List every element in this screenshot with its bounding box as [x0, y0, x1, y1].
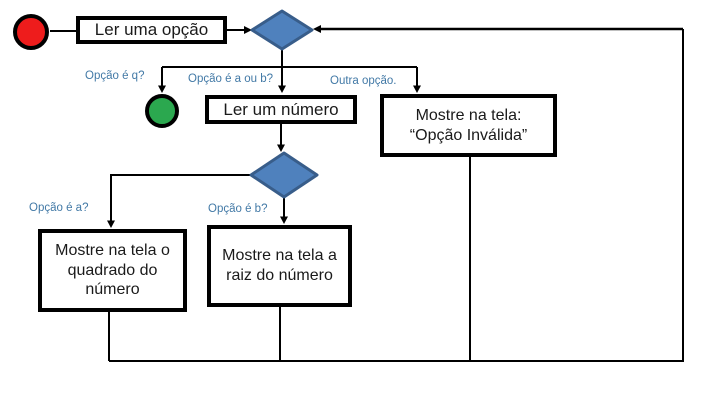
show-invalid-line1: Mostre na tela: — [415, 106, 522, 124]
arrowhead-into-show-square — [107, 220, 115, 228]
arrowhead-into-decision1-left — [244, 26, 252, 34]
arrowhead-into-end-terminal — [158, 85, 166, 93]
read-option-label: Ler uma opção — [94, 20, 209, 40]
branch-label-option-a: Opção é a? — [29, 202, 89, 214]
read-option-box: Ler uma opção — [76, 16, 227, 44]
branch-label-option-a-or-b: Opção é a ou b? — [188, 73, 274, 85]
show-square-label: Mostre na tela o quadrado do número — [55, 241, 170, 299]
arrowhead-into-show-root — [280, 216, 288, 224]
read-number-box: Ler um número — [205, 95, 357, 124]
decision1-option-diamond — [250, 9, 314, 51]
branch-label-option-b: Opção é b? — [208, 203, 268, 215]
show-invalid-line2: “Opção Inválida” — [409, 126, 528, 144]
arrowhead-into-show-invalid — [413, 85, 421, 93]
connector-decision2-to-square — [110, 174, 251, 222]
arrowhead-into-read-number — [278, 85, 286, 93]
show-square-box: Mostre na tela o quadrado do número — [38, 229, 187, 312]
start-terminal-circle — [13, 14, 49, 50]
decision2-ab-diamond — [249, 151, 319, 199]
end-terminal-circle — [145, 94, 179, 128]
branch-label-other-option: Outra opção. — [330, 75, 397, 87]
show-invalid-box: Mostre na tela: “Opção Inválida” — [380, 94, 557, 157]
show-root-label: Mostre na tela a raiz do número — [222, 247, 337, 284]
branch-label-option-q: Opção é q? — [85, 70, 145, 82]
arrowhead-into-decision2 — [277, 144, 285, 152]
read-number-label: Ler um número — [223, 99, 339, 119]
show-root-box: Mostre na tela a raiz do número — [207, 225, 352, 307]
arrowhead-into-decision1-right — [313, 25, 321, 33]
